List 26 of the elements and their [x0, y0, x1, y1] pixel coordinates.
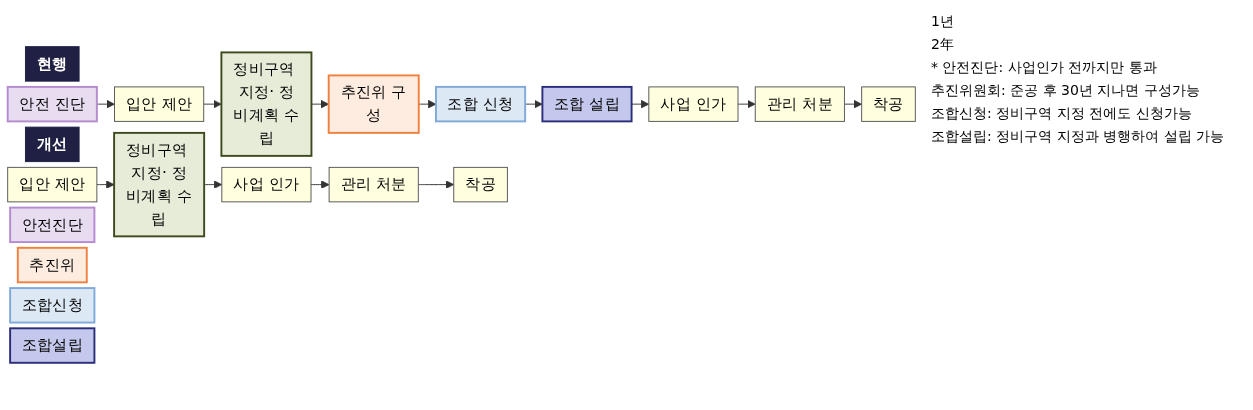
node-box: 안전진단	[9, 206, 96, 244]
node-box: 조합 설립	[541, 86, 633, 123]
node-box: 사업 인가	[221, 167, 312, 203]
node-box: 추진위	[16, 247, 88, 284]
node-box: 정비구역 지정· 정비계획 수립	[113, 132, 206, 238]
node-box: 착공	[453, 167, 508, 203]
node-box: 안전 진단	[6, 86, 98, 123]
note-text: * 안전진단: 사업인가 전까지만 통과	[931, 59, 1158, 77]
node-box: 관리 처분	[754, 86, 845, 123]
node-box: 착공	[861, 86, 916, 123]
node-box: 관리 처분	[328, 167, 419, 203]
node-box: 입안 제안	[114, 86, 205, 123]
node-box: 추진위 구성	[327, 74, 420, 135]
node-box: 조합설립	[9, 327, 96, 364]
node-box: 현행	[24, 46, 80, 82]
node-box: 입안 제안	[7, 167, 98, 203]
note-text: 2年	[931, 36, 955, 54]
node-box: 사업 인가	[648, 86, 739, 123]
note-text: 추진위원회: 준공 후 30년 지나면 구성가능	[931, 82, 1201, 100]
note-text: 조합신청: 정비구역 지정 전에도 신청가능	[931, 105, 1193, 123]
node-box: 조합 신청	[435, 86, 527, 123]
note-text: 조합설립: 정비구역 지정과 병행하여 설립 가능	[931, 128, 1225, 146]
node-box: 개선	[24, 126, 80, 163]
note-text: 1년	[931, 13, 955, 31]
node-box: 조합신청	[9, 287, 96, 324]
node-box: 정비구역 지정· 정비계획 수립	[220, 51, 313, 158]
